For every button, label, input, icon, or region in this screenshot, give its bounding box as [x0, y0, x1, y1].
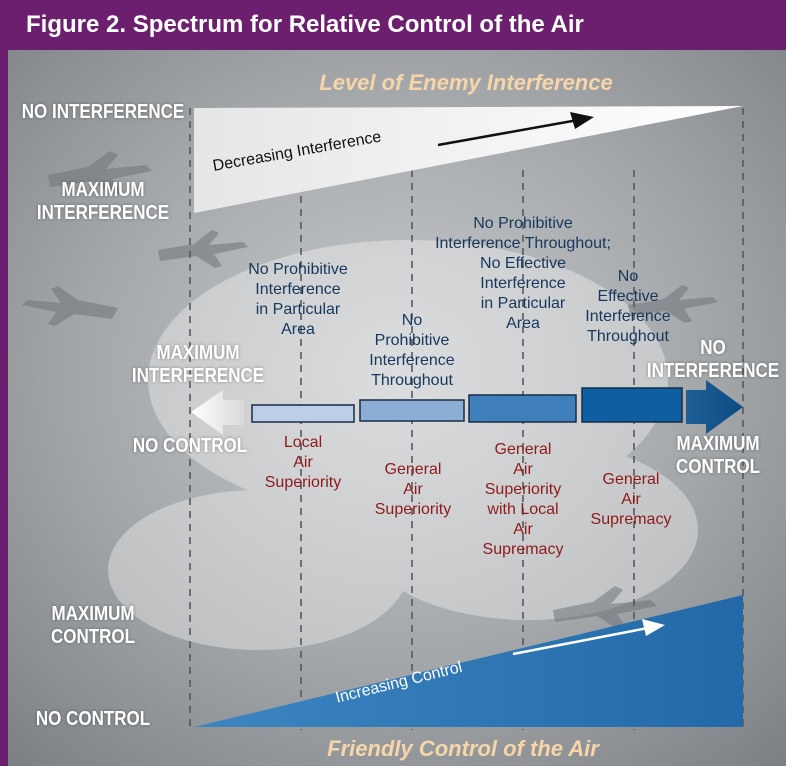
mid-no-interference-label: NO INTERFERENCE	[646, 336, 780, 382]
control-level-label: General Air Superiority with Local Air S…	[482, 441, 564, 558]
figure-title: Figure 2. Spectrum for Relative Control …	[26, 11, 584, 38]
spectrum-bar	[581, 387, 683, 423]
decreasing-arrow-line	[437, 118, 579, 147]
diagram-art	[8, 50, 786, 766]
control-level-label: General Air Supremacy	[590, 471, 672, 528]
left-arrow	[191, 390, 244, 435]
bottom-header: Friendly Control of the Air	[327, 736, 599, 761]
right-arrow	[686, 380, 743, 434]
increasing-arrowhead	[642, 619, 665, 636]
diagram-panel: Level of Enemy Interference Friendly Con…	[8, 50, 786, 766]
mid-no-control-label: NO CONTROL	[132, 434, 248, 457]
cloud-highlights	[108, 240, 698, 650]
max-interference-label: MAXIMUM INTERFERENCE	[36, 178, 170, 224]
decreasing-arrowhead	[570, 112, 594, 129]
control-level-label: General Air Superiority	[374, 461, 452, 518]
figure-header: Figure 2. Spectrum for Relative Control …	[0, 0, 786, 50]
mid-max-interference-label: MAXIMUM INTERFERENCE	[131, 341, 265, 387]
interference-level-label: No Prohibitive Interference Throughout; …	[435, 215, 611, 332]
control-wedge	[194, 595, 743, 727]
interference-level-label: No Prohibitive Interference Throughout	[369, 312, 455, 389]
no-interference-label: NO INTERFERENCE	[21, 100, 185, 123]
interference-wedge	[194, 106, 743, 213]
mid-max-control-label: MAXIMUM CONTROL	[675, 432, 761, 478]
increasing-arrow-line	[512, 626, 649, 656]
max-control-label: MAXIMUM CONTROL	[50, 602, 136, 648]
guide-lines	[189, 108, 744, 730]
spectrum-bar	[468, 394, 577, 423]
no-control-label: NO CONTROL	[35, 707, 151, 730]
interference-level-label: No Prohibitive Interference in Particula…	[248, 261, 348, 338]
spectrum-bar	[251, 404, 355, 423]
interference-level-label: No Effective Interference Throughout	[585, 268, 671, 345]
spectrum-bar	[359, 399, 465, 422]
top-header: Level of Enemy Interference	[319, 70, 613, 95]
control-level-label: Local Air Superiority	[264, 434, 342, 491]
